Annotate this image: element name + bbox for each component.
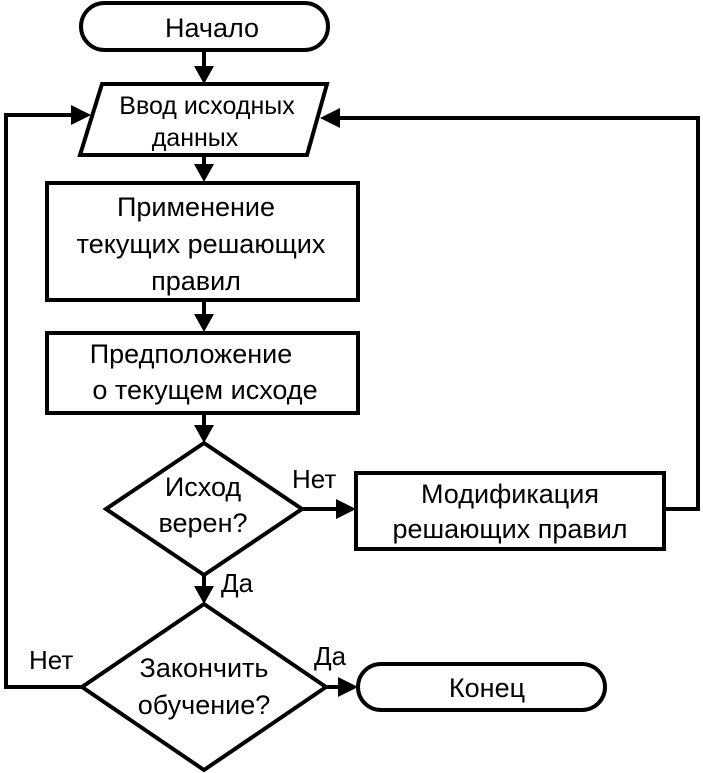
- finish-label-line2: обучение?: [138, 690, 271, 720]
- modify-label-line2: решающих правил: [392, 514, 627, 544]
- parallelogram-shape: [77, 82, 330, 157]
- node-apply-rules: Применение текущих решающих правил: [45, 181, 360, 302]
- node-check-outcome: Исход верен?: [102, 440, 306, 578]
- edge-labels: Нет Да Нет Да: [29, 464, 347, 675]
- node-modify-rules: Модификация решающих правил: [354, 471, 666, 551]
- node-guess-outcome: Предположение о текущем исходе: [45, 331, 360, 415]
- arrowhead: [194, 586, 214, 604]
- finish-label-line1: Закончить: [140, 653, 269, 683]
- input-label-line1: Ввод исходных: [119, 92, 295, 120]
- arrowhead: [338, 677, 358, 697]
- arrowhead: [336, 499, 356, 519]
- node-finish-training: Закончить обучение?: [78, 601, 330, 773]
- node-start: Начало: [79, 1, 330, 52]
- edge-finish-no: [4, 113, 82, 689]
- terminator-shape: [79, 1, 330, 52]
- start-label: Начало: [165, 13, 259, 43]
- process-shape: [354, 471, 666, 551]
- arrowhead: [194, 314, 214, 332]
- apply-label-line2: текущих решающих: [77, 229, 326, 259]
- arrowhead: [320, 108, 340, 128]
- finish-yes-label: Да: [314, 641, 347, 671]
- finish-no-label: Нет: [29, 645, 73, 675]
- arrowhead: [194, 66, 214, 84]
- guess-label-line1: Предположение: [90, 339, 293, 369]
- decision-shape: [102, 440, 306, 578]
- input-label-line2: данных: [152, 124, 239, 152]
- apply-label-line3: правил: [151, 266, 241, 296]
- arrowhead: [194, 425, 214, 443]
- modify-label-line1: Модификация: [421, 479, 599, 509]
- process-shape: [45, 331, 360, 415]
- process-shape: [45, 181, 360, 302]
- terminator-shape: [356, 662, 607, 712]
- check-yes-label: Да: [221, 568, 254, 598]
- apply-label-line1: Применение: [117, 192, 275, 222]
- connectors: [4, 50, 700, 697]
- guess-label-line2: о текущем исходе: [92, 375, 317, 405]
- node-end: Конец: [356, 662, 607, 712]
- arrowhead: [71, 105, 91, 125]
- check-no-label: Нет: [292, 464, 336, 494]
- edge-modify-to-input: [338, 116, 700, 511]
- arrowhead: [194, 164, 214, 182]
- node-input: Ввод исходных данных: [77, 82, 330, 157]
- check-label-line1: Исход: [165, 472, 242, 502]
- decision-shape: [78, 601, 330, 773]
- end-label: Конец: [449, 673, 525, 703]
- check-label-line2: верен?: [158, 508, 247, 538]
